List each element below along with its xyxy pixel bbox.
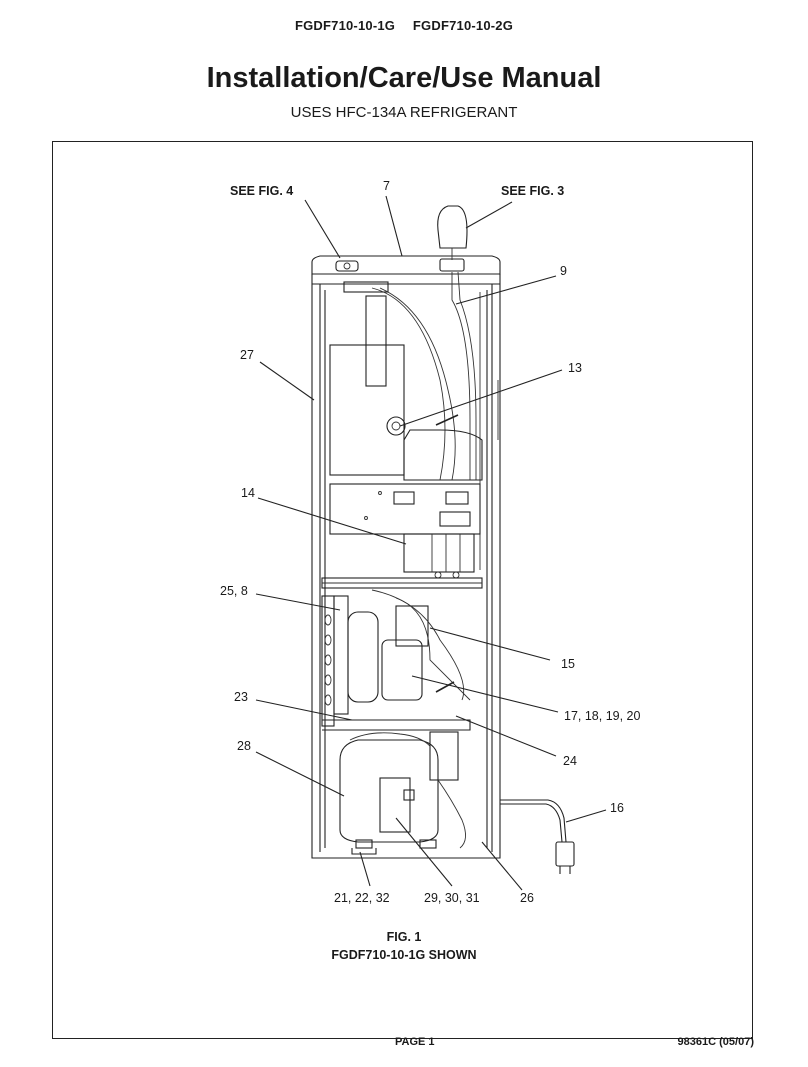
callout-13: 13: [568, 361, 582, 375]
callout-21-22-32: 21, 22, 32: [334, 891, 390, 905]
power-cord: [500, 799, 575, 874]
refrigerant-note: USES HFC-134A REFRIGERANT: [290, 104, 518, 121]
callout-see-fig-3: SEE FIG. 3: [501, 184, 564, 198]
callout-28: 28: [237, 739, 251, 753]
callout-23: 23: [234, 690, 248, 704]
callout-25-8: 25, 8: [220, 584, 248, 598]
callout-17-18-19-20: 17, 18, 19, 20: [564, 709, 641, 723]
callout-9: 9: [560, 264, 567, 278]
document-code: 98361C (05/07): [677, 1036, 754, 1048]
model-number-2: FGDF710-10-2G: [412, 18, 514, 33]
condenser-assembly: [321, 589, 471, 731]
callout-24: 24: [563, 754, 577, 768]
figure-caption: FIG. 1 FGDF710-10-1G SHOWN: [0, 928, 808, 964]
leader-lines: [255, 195, 607, 891]
shelf: [321, 577, 483, 589]
callout-7: 7: [383, 179, 390, 193]
cabinet-frame: [311, 255, 501, 859]
callout-see-fig-4: SEE FIG. 4: [230, 184, 293, 198]
callout-14: 14: [241, 486, 255, 500]
compressor: [339, 731, 466, 855]
callout-26: 26: [520, 891, 534, 905]
figure-frame: [52, 141, 753, 1039]
figure-number: FIG. 1: [386, 930, 422, 944]
callout-27: 27: [240, 348, 254, 362]
manual-title: Installation/Care/Use Manual: [206, 62, 602, 94]
mounting-plate: [329, 483, 481, 579]
figure-model-shown: FGDF710-10-1G SHOWN: [331, 948, 477, 962]
model-number-1: FGDF710-10-1G: [294, 18, 396, 33]
upper-components: [329, 271, 483, 481]
callout-29-30-31: 29, 30, 31: [424, 891, 480, 905]
callout-15: 15: [561, 657, 575, 671]
callout-16: 16: [610, 801, 624, 815]
page-number: PAGE 1: [395, 1036, 435, 1048]
top-fittings: [335, 205, 468, 293]
model-numbers: FGDF710-10-1G FGDF710-10-2G: [0, 18, 808, 33]
